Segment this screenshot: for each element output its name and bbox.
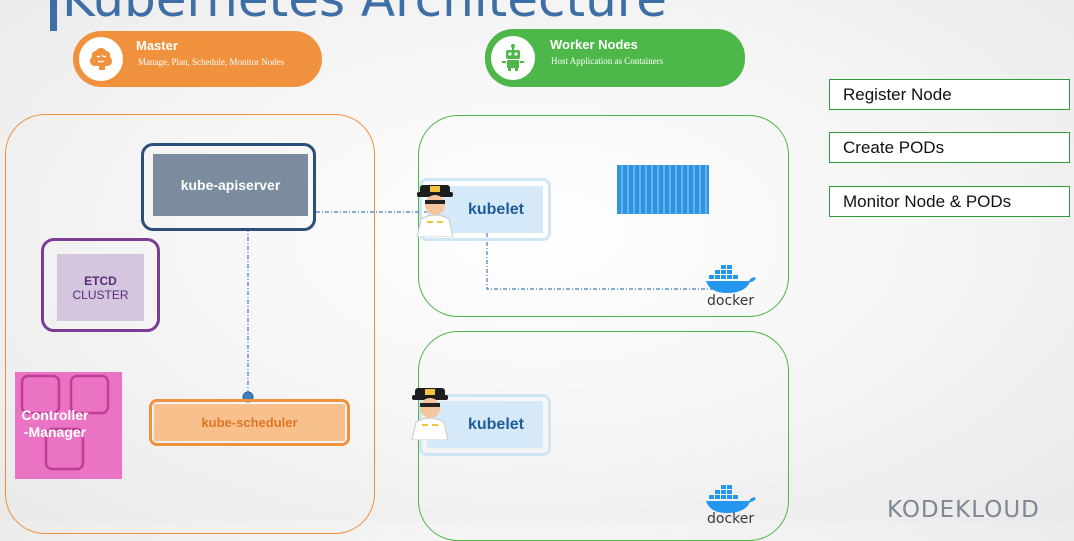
kodekloud-logo: KODEKLOUD [887, 497, 1040, 523]
robot-icon [491, 36, 535, 80]
controller-manager[interactable]: Controller -Manager [15, 372, 122, 479]
worker-description: Host Application as Containers [551, 56, 664, 66]
worker-header: Worker Nodes Host Application as Contain… [485, 29, 745, 87]
kubelet-1-frame [419, 178, 551, 241]
responsibility-create-pods: Create PODs [829, 132, 1070, 163]
etcd-frame [41, 238, 160, 332]
title-accent-bar [50, 0, 57, 31]
etcd-label: ETCD [84, 273, 117, 288]
kubelet-1-label: kubelet [467, 200, 524, 218]
docker-whale-icon [705, 264, 759, 299]
captain-icon [408, 384, 452, 445]
master-header: Master Manage, Plan, Schedule, Monitor N… [73, 31, 322, 87]
brain-icon [79, 37, 123, 81]
responsibility-register-node: Register Node [829, 79, 1070, 110]
master-title: Master [136, 38, 178, 53]
master-description: Manage, Plan, Schedule, Monitor Nodes [138, 57, 285, 67]
etcd-cluster[interactable]: ETCD CLUSTER [57, 254, 144, 321]
kube-apiserver-label: kube-apiserver [180, 177, 281, 193]
controller-label-line1: Controller [21, 407, 89, 423]
shipping-container-icon [617, 165, 709, 214]
kube-apiserver[interactable]: kube-apiserver [153, 154, 308, 216]
responsibility-monitor: Monitor Node & PODs [829, 186, 1070, 217]
etcd-cluster-label: CLUSTER [72, 287, 129, 302]
page-title: Kubernetes Architecture [62, 0, 667, 28]
worker-title: Worker Nodes [550, 37, 638, 52]
controller-manager-label: Controller -Manager [15, 407, 95, 441]
kube-scheduler[interactable]: kube-scheduler [154, 404, 345, 441]
kubelet-2[interactable]: kubelet [427, 401, 543, 448]
docker-label: docker [707, 293, 755, 309]
docker-whale-icon [705, 484, 759, 519]
kube-scheduler-frame [149, 399, 350, 446]
kube-scheduler-label: kube-scheduler [201, 415, 298, 430]
worker-node-1-region [418, 115, 789, 317]
kube-apiserver-frame [141, 143, 316, 231]
controller-label-line2: -Manager [23, 424, 87, 440]
captain-icon [413, 181, 457, 242]
docker-label: docker [707, 511, 755, 527]
kubelet-2-label: kubelet [467, 415, 524, 433]
